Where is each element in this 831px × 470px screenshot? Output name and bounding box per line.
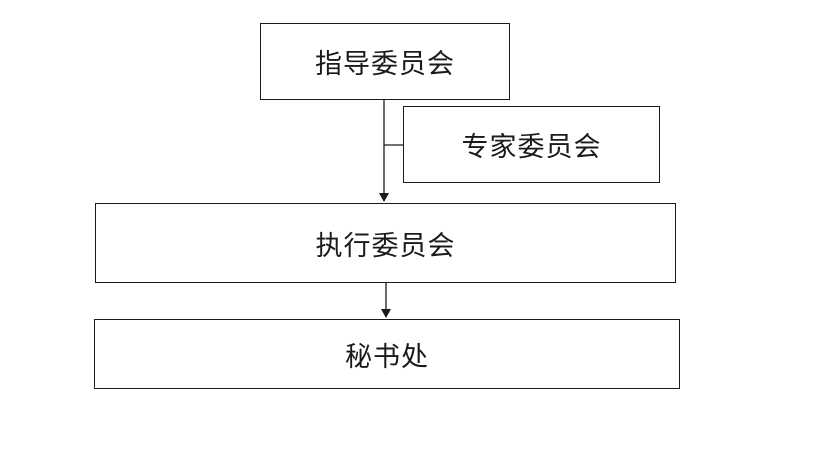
node-secretariat: 秘书处 [94,319,680,389]
node-label: 秘书处 [345,341,429,373]
node-label: 指导委员会 [315,49,455,80]
node-label: 执行委员会 [315,230,456,262]
node-guidance-committee: 指导委员会 [260,23,510,100]
node-label: 专家委员会 [461,132,602,163]
node-expert-committee: 专家委员会 [403,106,660,183]
node-executive-committee: 执行委员会 [95,203,676,283]
